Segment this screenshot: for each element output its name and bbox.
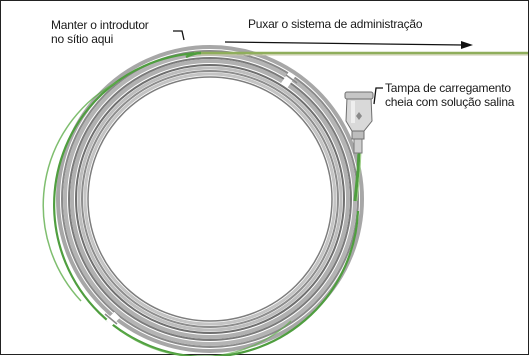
loading-cap xyxy=(344,91,374,154)
coiled-delivery-system xyxy=(42,45,364,356)
straight-tube xyxy=(185,51,528,59)
label-hold-introducer: Manter o introdutor no sítio aqui xyxy=(51,18,149,46)
label-loading-cap: Tampa de carregamento cheia com solução … xyxy=(385,81,515,109)
cap-leader-line xyxy=(373,87,383,105)
ring-end-notch xyxy=(105,311,121,327)
hold-leader-line xyxy=(173,30,185,41)
side-tube xyxy=(353,150,361,202)
ring-end-notch xyxy=(280,71,296,89)
label-pull-system: Puxar o sistema de administração xyxy=(248,17,423,31)
pull-arrow xyxy=(224,41,473,49)
outer-tube-green xyxy=(53,51,360,356)
